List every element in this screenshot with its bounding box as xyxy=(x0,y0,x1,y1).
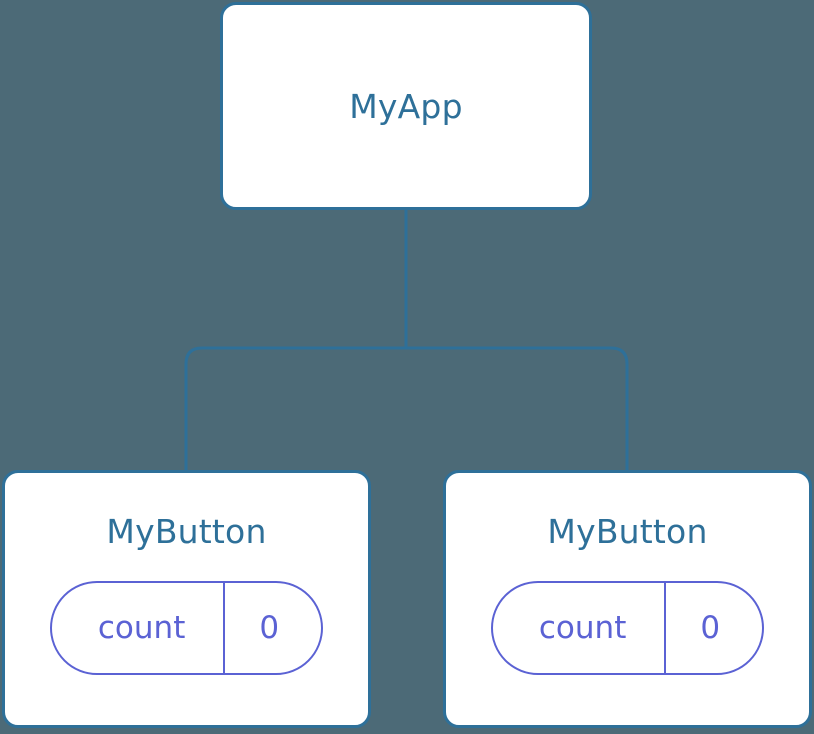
tree-node-root[interactable]: MyApp xyxy=(220,2,592,210)
tree-node-child-left[interactable]: MyButton count 0 xyxy=(2,470,371,728)
node-title: MyButton xyxy=(547,512,708,551)
state-pill-value: 0 xyxy=(259,609,280,646)
state-pill-key: count xyxy=(97,609,186,646)
edge-to-child-right xyxy=(406,346,629,472)
tree-node-child-right[interactable]: MyButton count 0 xyxy=(443,470,812,728)
state-pill-value: 0 xyxy=(700,609,721,646)
state-pill-divider xyxy=(223,583,226,673)
state-pill-badge[interactable]: count 0 xyxy=(490,581,765,675)
state-pill-badge[interactable]: count 0 xyxy=(49,581,324,675)
edge-to-child-left xyxy=(184,346,406,472)
state-pill-key: count xyxy=(538,609,627,646)
node-title: MyApp xyxy=(349,86,463,126)
node-title: MyButton xyxy=(106,512,267,551)
state-pill-divider xyxy=(664,583,667,673)
